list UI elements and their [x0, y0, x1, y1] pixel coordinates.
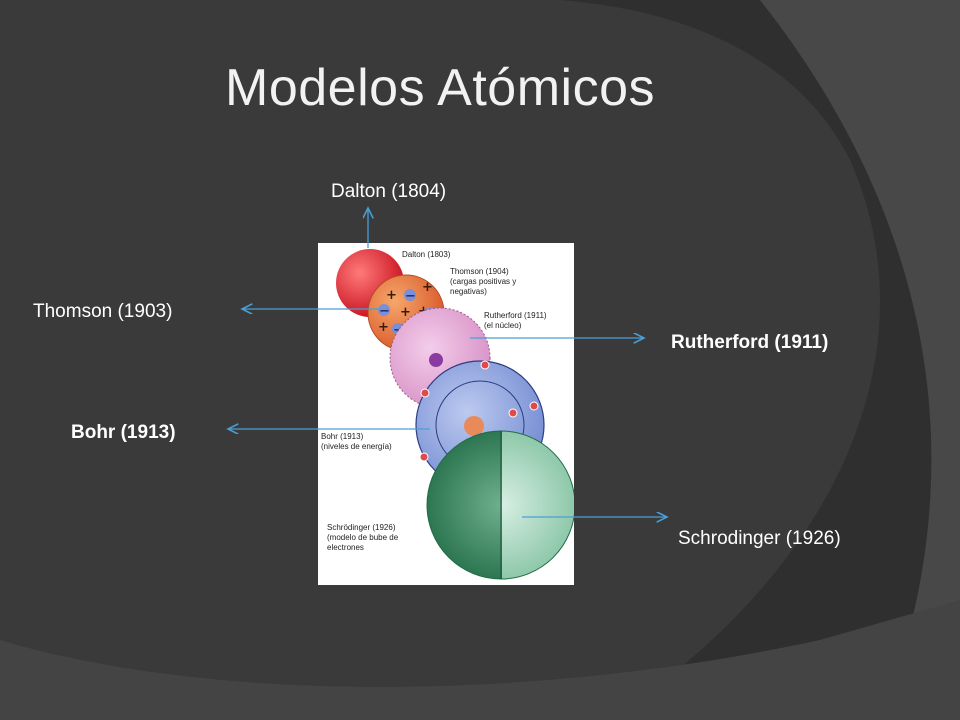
- svg-text:+: +: [400, 305, 411, 320]
- page-title: Modelos Atómicos: [225, 59, 655, 117]
- label-thomson: Thomson (1903): [33, 301, 173, 322]
- caption-bohr-2: (niveles de energía): [321, 442, 392, 451]
- background-swoosh-dark: [560, 0, 960, 720]
- label-dalton: Dalton (1804): [331, 181, 447, 202]
- atomic-models-drawing: +++++ −−−−: [336, 249, 574, 580]
- caption-rutherford-1: Rutherford (1911): [484, 311, 547, 320]
- caption-bohr-1: Bohr (1913): [321, 432, 364, 441]
- svg-text:+: +: [378, 320, 389, 335]
- label-schrodinger: Schrodinger (1926): [678, 528, 841, 549]
- label-rutherford: Rutherford (1911): [671, 332, 829, 353]
- bohr-electrons: [419, 360, 539, 462]
- caption-schrodinger-1: Schrödinger (1926): [327, 523, 396, 532]
- caption-schrodinger-3: electrones: [327, 543, 364, 552]
- rutherford-nucleus: [429, 353, 443, 367]
- atomic-models-figure: +++++ −−−− Dalton (1803) Thomson (1904): [318, 243, 574, 585]
- label-bohr: Bohr (1913): [71, 422, 176, 443]
- caption-thomson-3: negativas): [450, 287, 487, 296]
- caption-schrodinger-2: (modelo de bube de: [327, 533, 399, 542]
- caption-thomson-1: Thomson (1904): [450, 267, 509, 276]
- background-bottom-band: [0, 600, 960, 720]
- bohr-nucleus: [464, 416, 484, 436]
- svg-text:+: +: [422, 280, 433, 295]
- caption-thomson-2: (cargas positivas y: [450, 277, 517, 286]
- background-swoosh-light: [760, 0, 960, 720]
- svg-text:+: +: [386, 288, 397, 303]
- schrodinger-sphere: [426, 430, 574, 580]
- caption-rutherford-2: (el núcleo): [484, 321, 522, 330]
- svg-text:−: −: [379, 304, 390, 319]
- caption-dalton: Dalton (1803): [402, 250, 451, 259]
- svg-text:−: −: [405, 289, 416, 304]
